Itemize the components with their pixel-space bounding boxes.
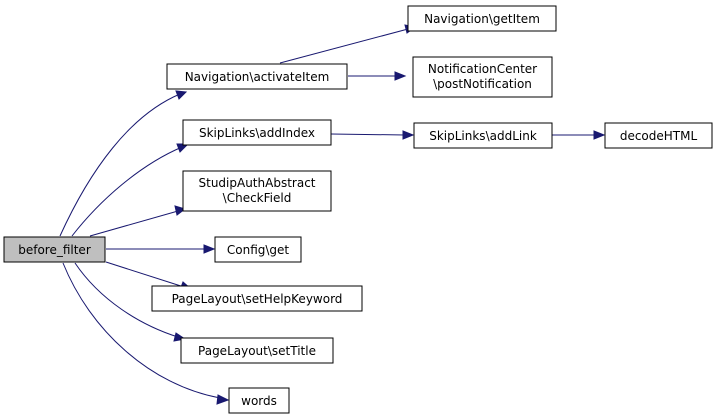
node-skiplinks-add-index[interactable]: SkipLinks\addIndex: [182, 119, 332, 146]
edge-before-filter-to-add-index: [71, 146, 183, 237]
node-notification-center-post-notification[interactable]: NotificationCenter \postNotification: [412, 56, 553, 98]
edge-before-filter-to-words: [62, 262, 221, 399]
edge-activate-item-to-get-item: [279, 28, 409, 64]
node-label: PageLayout\setTitle: [198, 344, 316, 358]
node-skiplinks-add-link[interactable]: SkipLinks\addLink: [413, 122, 553, 149]
node-navigation-get-item[interactable]: Navigation\getItem: [407, 5, 557, 32]
edge-add-index-to-add-link: [330, 133, 406, 136]
node-label: SkipLinks\addIndex: [199, 126, 315, 140]
arrowhead: [175, 90, 188, 100]
edge-before-filter-to-check-field: [89, 210, 179, 237]
node-label: SkipLinks\addLink: [429, 129, 537, 143]
node-label: Navigation\activateItem: [185, 70, 330, 84]
node-page-layout-set-help-keyword[interactable]: PageLayout\setHelpKeyword: [151, 285, 363, 312]
arrowhead: [402, 130, 415, 140]
node-decode-html[interactable]: decodeHTML: [604, 122, 713, 149]
edge-before-filter-to-activate-item: [59, 93, 181, 237]
node-config-get[interactable]: Config\get: [214, 236, 302, 263]
arrowhead: [203, 244, 216, 254]
node-label: Config\get: [227, 243, 290, 257]
edge-before-filter-to-set-help-keyword: [105, 261, 185, 288]
node-before-filter[interactable]: before_filter: [3, 236, 106, 263]
node-label: decodeHTML: [620, 129, 698, 143]
node-label: Navigation\getItem: [424, 12, 540, 26]
node-label: PageLayout\setHelpKeyword: [172, 292, 343, 306]
node-label: StudipAuthAbstract: [199, 176, 316, 190]
node-navigation-activate-item[interactable]: Navigation\activateItem: [166, 63, 348, 90]
node-label: before_filter: [18, 243, 91, 257]
node-label: words: [241, 394, 277, 408]
node-label: \postNotification: [433, 77, 532, 91]
arrowhead: [394, 71, 407, 81]
arrowhead: [593, 130, 606, 140]
arrowhead: [216, 394, 230, 405]
node-label: NotificationCenter: [428, 62, 537, 76]
node-studip-auth-abstract-check-field[interactable]: StudipAuthAbstract \CheckField: [182, 170, 332, 212]
node-words[interactable]: words: [228, 387, 290, 414]
node-label: \CheckField: [223, 191, 292, 205]
node-page-layout-set-title[interactable]: PageLayout\setTitle: [180, 337, 334, 364]
edge-before-filter-to-set-title: [74, 262, 179, 338]
